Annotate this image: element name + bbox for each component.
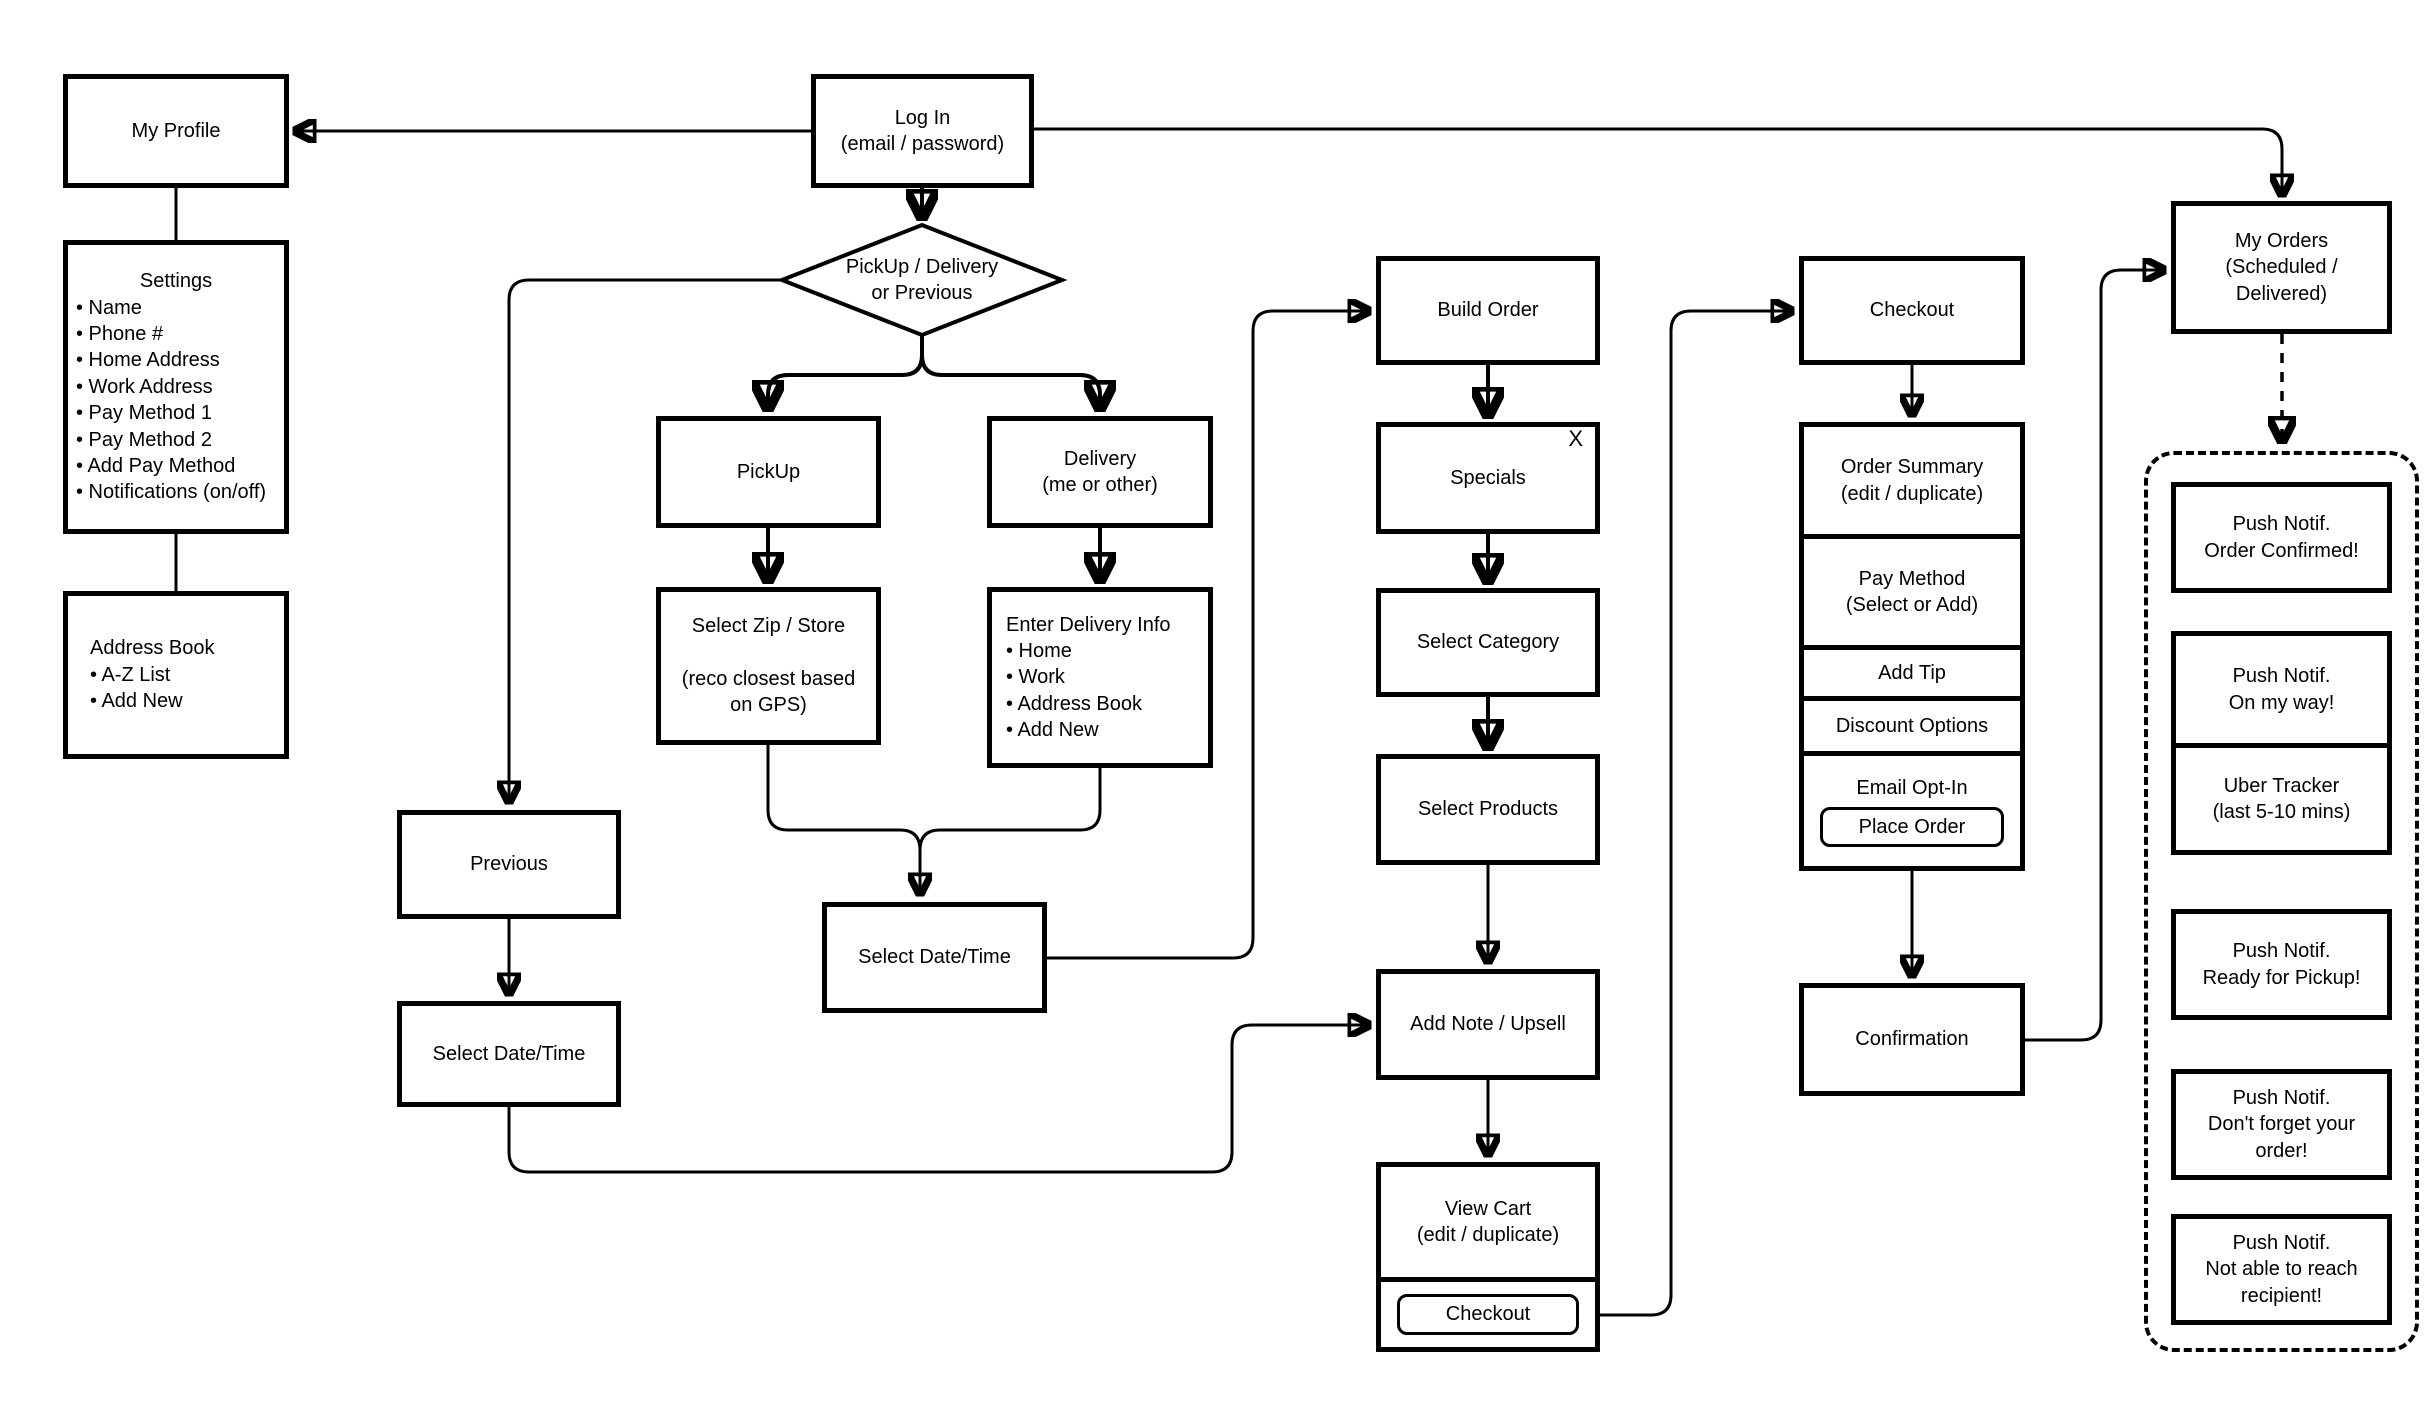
node-label: Select Products — [1417, 798, 1559, 821]
node-push-notif-dont-forget: Push Notif. Don't forget your order! — [2171, 1069, 2392, 1180]
uber-tracker-section: Uber Tracker (last 5-10 mins) — [2176, 743, 2387, 850]
node-label: Specials — [1450, 466, 1526, 489]
notifications-group — [2144, 451, 2419, 1352]
node-select-products: Select Products — [1376, 754, 1600, 865]
node-select-category: Select Category — [1376, 588, 1600, 697]
node-specials: Specials X — [1376, 422, 1600, 534]
node-enter-delivery-info: Enter Delivery Info • Home • Work • Addr… — [987, 587, 1213, 768]
edge-selectzip-to-datetime — [766, 745, 920, 893]
node-push-notif-on-my-way: Push Notif. On my way! Uber Tracker (las… — [2171, 631, 2392, 855]
on-my-way-section: Push Notif. On my way! — [2176, 636, 2387, 743]
node-label: Checkout — [1869, 299, 1955, 322]
node-label: Confirmation — [1855, 1028, 1969, 1051]
node-label: Add Note / Upsell — [1410, 1013, 1566, 1036]
edge-confirmation-to-myorders — [2025, 270, 2163, 1042]
address-book-list: • A-Z List • Add New — [90, 663, 183, 713]
section-label: Discount Options — [1835, 714, 1989, 737]
section-email-opt-in: Email Opt-In Place Order — [1804, 751, 2020, 866]
edge-login-to-myorders — [1034, 127, 2282, 194]
section-label: Order Summary (edit / duplicate) — [1840, 456, 1984, 505]
node-decision-pickup-delivery: PickUp / Delivery or Previous — [800, 240, 1044, 320]
node-my-orders: My Orders (Scheduled / Delivered) — [2171, 201, 2392, 334]
node-label: My Profile — [131, 119, 221, 142]
view-cart-label-section: View Cart (edit / duplicate) — [1381, 1167, 1595, 1277]
node-checkout: Checkout — [1799, 256, 2025, 365]
node-label: PickUp — [736, 460, 801, 483]
node-select-datetime-center: Select Date/Time — [822, 902, 1047, 1013]
node-checkout-details: Order Summary (edit / duplicate) Pay Met… — [1799, 422, 2025, 871]
close-icon: X — [1568, 426, 1583, 451]
delivery-info-list: • Home • Work • Address Book • Add New — [1006, 639, 1142, 742]
edge-viewcart-to-checkout — [1581, 311, 1791, 1317]
node-settings: Settings • Name • Phone # • Home Address… — [63, 240, 289, 534]
node-previous: Previous — [397, 810, 621, 919]
node-label: Uber Tracker (last 5-10 mins) — [2212, 774, 2351, 823]
node-label: View Cart (edit / duplicate) — [1416, 1197, 1560, 1246]
node-select-zip-store: Select Zip / Store (reco closest based o… — [656, 587, 881, 745]
node-select-datetime-left: Select Date/Time — [397, 1001, 621, 1107]
node-title: Settings — [139, 270, 213, 293]
decision-diamond-shape — [776, 222, 1068, 338]
place-order-button: Place Order — [1820, 807, 2004, 848]
section-label: Pay Method (Select or Add) — [1845, 567, 1979, 616]
settings-list: • Name • Phone # • Home Address • Work A… — [76, 296, 267, 504]
node-label: Push Notif. Order Confirmed! — [2204, 513, 2359, 562]
edge-decision-to-previous — [509, 278, 782, 801]
node-label: Select Category — [1416, 631, 1560, 654]
node-label: Push Notif. On my way! — [2228, 665, 2335, 714]
edge-decision-to-delivery — [920, 354, 1100, 407]
node-label: Push Notif. Don't forget your order! — [2207, 1086, 2356, 1162]
node-label: Previous — [470, 853, 548, 876]
node-log-in: Log In (email / password) — [811, 74, 1034, 188]
section-label: Email Opt-In — [1856, 776, 1968, 799]
node-pickup: PickUp — [656, 416, 881, 528]
checkout-button: Checkout — [1397, 1294, 1579, 1335]
edge-decision-to-pickup — [768, 335, 924, 407]
node-label: Push Notif. Ready for Pickup! — [2202, 940, 2361, 989]
section-order-summary: Order Summary (edit / duplicate) — [1804, 427, 2020, 534]
section-discount-options: Discount Options — [1804, 696, 2020, 751]
edge-deliveryinfo-to-datetime — [918, 768, 1102, 851]
node-label: Select Zip / Store (reco closest based o… — [681, 615, 856, 717]
node-push-notif-not-able-to-reach: Push Notif. Not able to reach recipient! — [2171, 1214, 2392, 1325]
section-label: Add Tip — [1878, 661, 1946, 684]
node-add-note-upsell: Add Note / Upsell — [1376, 969, 1600, 1080]
view-cart-button-section: Checkout — [1381, 1277, 1595, 1347]
section-add-tip: Add Tip — [1804, 645, 2020, 696]
edge-datetimeleft-to-addnote — [507, 1025, 1368, 1174]
node-label: PickUp / Delivery or Previous — [845, 255, 999, 304]
node-title: Enter Delivery Info — [1006, 613, 1171, 636]
node-confirmation: Confirmation — [1799, 983, 2025, 1096]
node-my-profile: My Profile — [63, 74, 289, 188]
node-push-notif-ready-for-pickup: Push Notif. Ready for Pickup! — [2171, 909, 2392, 1020]
node-label: My Orders (Scheduled / Delivered) — [2225, 229, 2338, 305]
node-push-notif-order-confirmed: Push Notif. Order Confirmed! — [2171, 482, 2392, 593]
node-label: Log In (email / password) — [840, 106, 1005, 155]
node-delivery: Delivery (me or other) — [987, 416, 1213, 528]
edge-datetime-to-buildorder — [1047, 311, 1368, 960]
node-label: Build Order — [1437, 299, 1539, 322]
node-label: Select Date/Time — [432, 1042, 586, 1065]
node-label: Select Date/Time — [858, 946, 1011, 969]
node-address-book: Address Book • A-Z List • Add New — [63, 591, 289, 759]
node-build-order: Build Order — [1376, 256, 1600, 365]
section-pay-method: Pay Method (Select or Add) — [1804, 534, 2020, 645]
node-label: Delivery (me or other) — [1042, 447, 1158, 496]
node-view-cart: View Cart (edit / duplicate) Checkout — [1376, 1162, 1600, 1352]
node-title: Address Book — [90, 637, 215, 660]
node-label: Push Notif. Not able to reach recipient! — [2205, 1231, 2358, 1307]
